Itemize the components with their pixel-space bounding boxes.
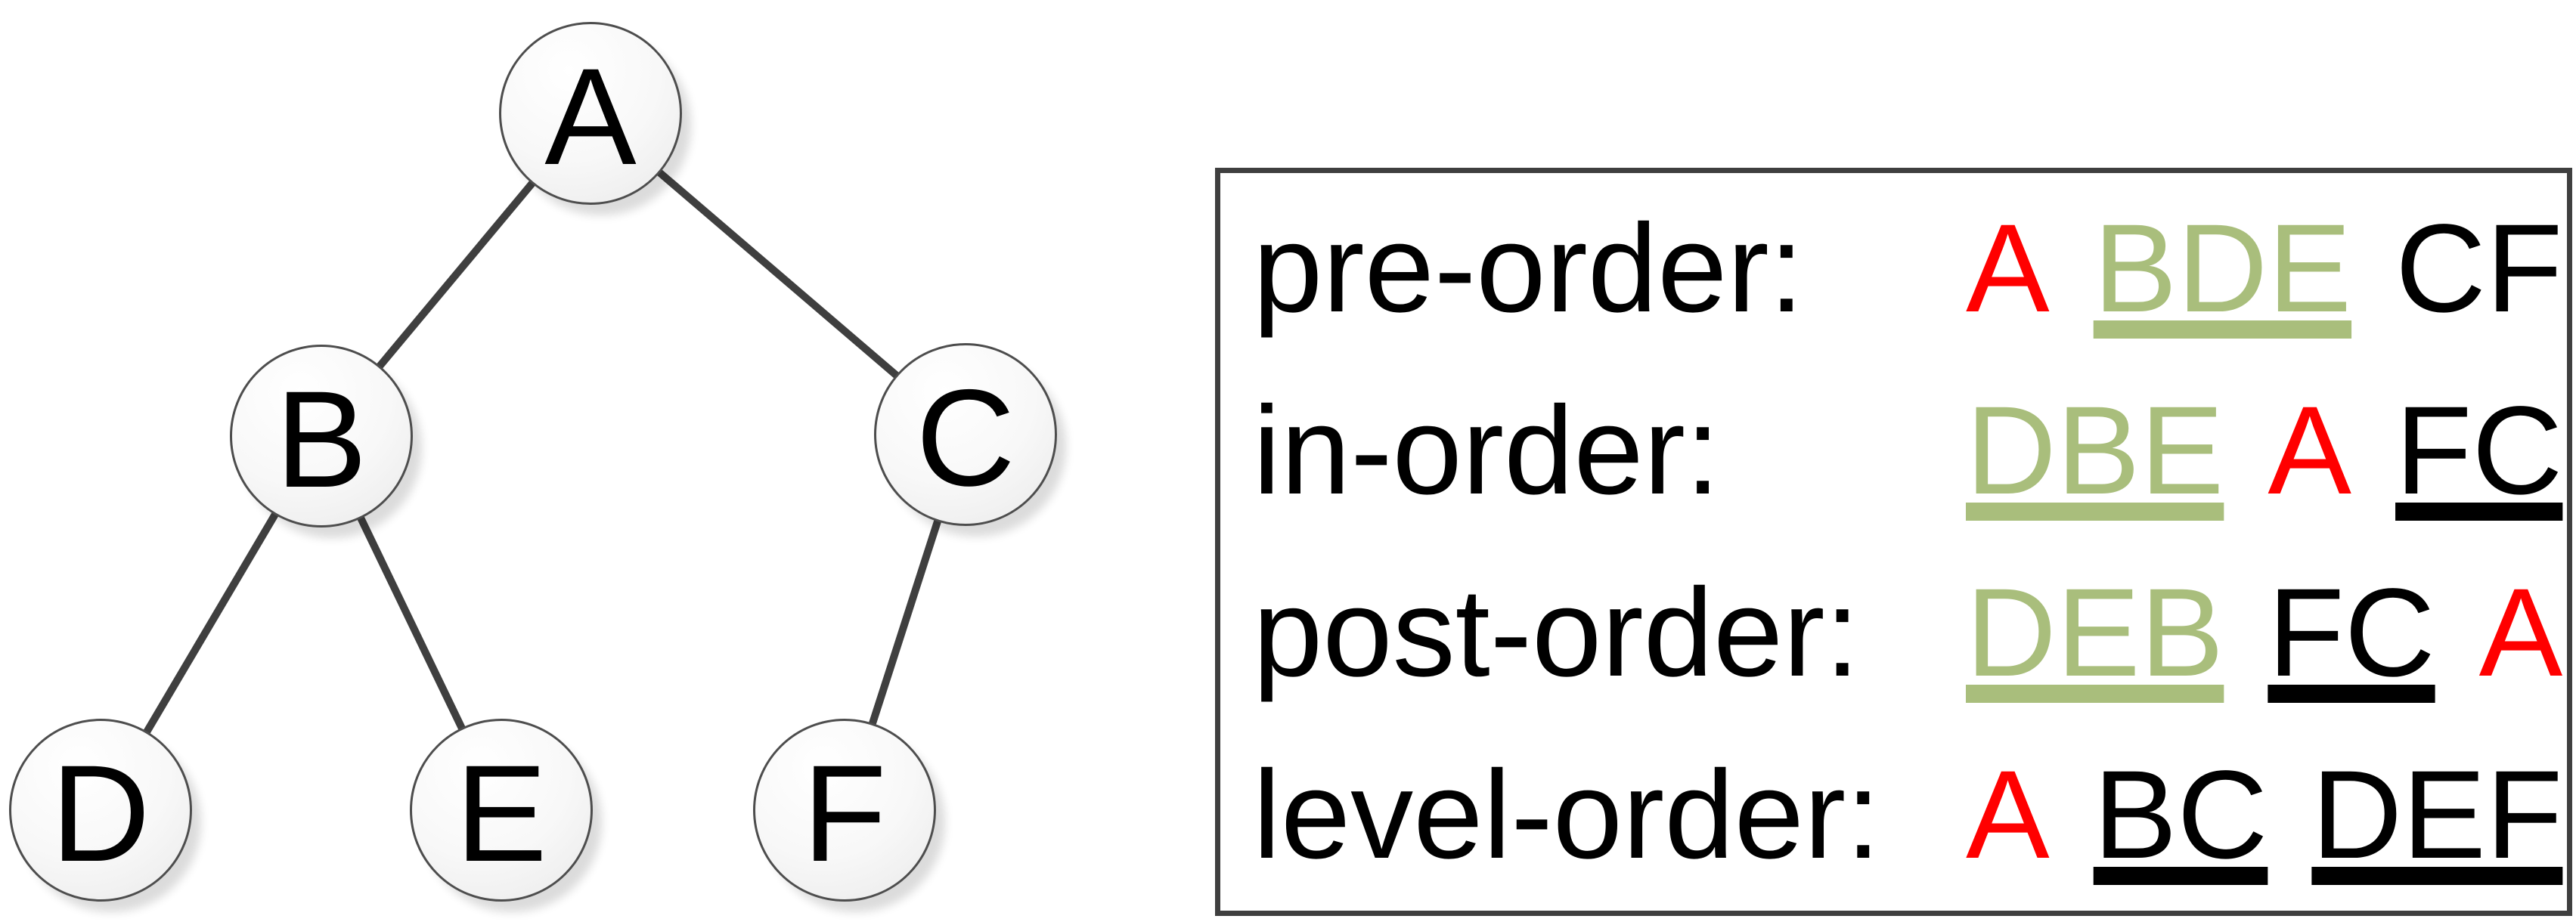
tree-node-B: B: [230, 345, 413, 528]
traversal-group-DEB: DEB: [1966, 562, 2224, 703]
tree-node-A: A: [499, 22, 682, 205]
tree-node-letter-F: F: [802, 736, 887, 890]
tree-node-E: E: [410, 719, 593, 902]
traversal-group-FC: FC: [2395, 380, 2563, 521]
traversal-group-A: A: [1966, 198, 2050, 339]
traversal-values: DEB FC A: [1966, 562, 2563, 703]
traversal-group-DBE: DBE: [1966, 380, 2224, 521]
tree-node-letter-B: B: [275, 362, 367, 516]
traversal-group-BDE: BDE: [2093, 198, 2352, 339]
tree-node-letter-A: A: [544, 39, 637, 193]
tree-node-letter-C: C: [916, 360, 1015, 515]
traversal-group-FC: FC: [2268, 562, 2435, 703]
traversal-group-A: A: [2268, 380, 2352, 521]
traversal-group-BC: BC: [2093, 744, 2268, 885]
traversal-group-A: A: [1966, 744, 2050, 885]
traversal-label: in-order:: [1253, 380, 1721, 521]
tree-node-C: C: [874, 343, 1057, 526]
tree-node-letter-E: E: [455, 736, 547, 890]
traversal-label: level-order:: [1253, 744, 1881, 885]
traversal-label: pre-order:: [1253, 198, 1804, 339]
tree-node-F: F: [753, 719, 936, 902]
traversal-group-CF: CF: [2395, 198, 2563, 339]
traversal-row-levelorder: level-order: A BC DEF: [1253, 744, 2563, 885]
tree-node-D: D: [9, 719, 192, 902]
traversal-values: A BC DEF: [1966, 744, 2563, 885]
traversal-label: post-order:: [1253, 562, 1860, 703]
traversal-group-A: A: [2478, 562, 2563, 703]
tree-node-letter-D: D: [51, 736, 150, 890]
traversal-group-DEF: DEF: [2311, 744, 2563, 885]
traversal-row-postorder: post-order: DEB FC A: [1253, 562, 2563, 703]
